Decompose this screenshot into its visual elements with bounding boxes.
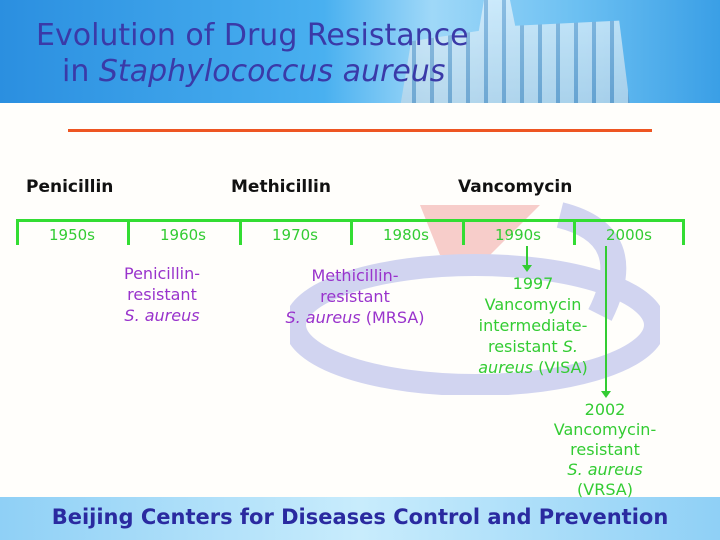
arrow-1997 bbox=[522, 246, 532, 272]
ann-year: 2002 bbox=[584, 400, 626, 419]
timeline-tick bbox=[462, 219, 465, 245]
ann-species: S. aureus bbox=[124, 306, 200, 325]
ann-line: resistant bbox=[127, 285, 197, 304]
ann-species: aureus bbox=[478, 358, 534, 377]
decade-label: 1990s bbox=[495, 226, 541, 244]
ann-abbrev: (MRSA) bbox=[360, 308, 425, 327]
decade-label: 1980s bbox=[383, 226, 429, 244]
ann-species: S. aureus bbox=[567, 460, 643, 479]
ann-line: intermediate- bbox=[478, 316, 588, 335]
ann-line: resistant bbox=[570, 440, 640, 459]
ann-line: Methicillin- bbox=[311, 266, 399, 285]
timeline-tick bbox=[573, 219, 576, 245]
ann-species: S. aureus bbox=[285, 308, 361, 327]
timeline-tick bbox=[127, 219, 130, 245]
drug-methicillin: Methicillin bbox=[231, 177, 331, 197]
decade-label: 1960s bbox=[160, 226, 206, 244]
decade-label: 1970s bbox=[272, 226, 318, 244]
ann-abbrev: (VISA) bbox=[533, 358, 588, 377]
timeline-tick bbox=[16, 219, 19, 245]
timeline-tick bbox=[350, 219, 353, 245]
header-banner: Evolution of Drug Resistance in Staphylo… bbox=[0, 0, 720, 103]
annotation-visa: 1997 Vancomycin intermediate- resistant … bbox=[458, 273, 608, 378]
title-species: Staphylococcus aureus bbox=[98, 54, 446, 89]
ann-abbrev: (VRSA) bbox=[577, 480, 633, 499]
decade-label: 1950s bbox=[49, 226, 95, 244]
title-line-1: Evolution of Drug Resistance bbox=[36, 18, 469, 53]
drug-penicillin: Penicillin bbox=[26, 177, 114, 197]
ann-line: resistant bbox=[320, 287, 390, 306]
arrow-2002 bbox=[601, 246, 611, 398]
drug-vancomycin: Vancomycin bbox=[458, 177, 573, 197]
title-prefix: in bbox=[62, 54, 99, 89]
decade-label: 2000s bbox=[606, 226, 652, 244]
ann-species: S. bbox=[562, 337, 578, 356]
annotation-penicillin-resistant: Penicillin- resistant S. aureus bbox=[92, 263, 232, 326]
annotation-mrsa: Methicillin- resistant S. aureus (MRSA) bbox=[270, 265, 440, 328]
ann-line: Penicillin- bbox=[124, 264, 200, 283]
ann-line: Vancomycin bbox=[484, 295, 582, 314]
timeline-tick bbox=[239, 219, 242, 245]
title-line-2: in Staphylococcus aureus bbox=[62, 54, 445, 89]
footer-organization: Beijing Centers for Diseases Control and… bbox=[51, 505, 669, 529]
timeline-tick bbox=[682, 219, 685, 245]
divider-line bbox=[68, 129, 652, 132]
ann-line: resistant bbox=[487, 337, 563, 356]
footer-banner: Beijing Centers for Diseases Control and… bbox=[0, 497, 720, 540]
annotation-vrsa: 2002 Vancomycin- resistant S. aureus (VR… bbox=[530, 400, 680, 500]
ann-line: Vancomycin- bbox=[553, 420, 657, 439]
ann-year: 1997 bbox=[512, 274, 554, 293]
